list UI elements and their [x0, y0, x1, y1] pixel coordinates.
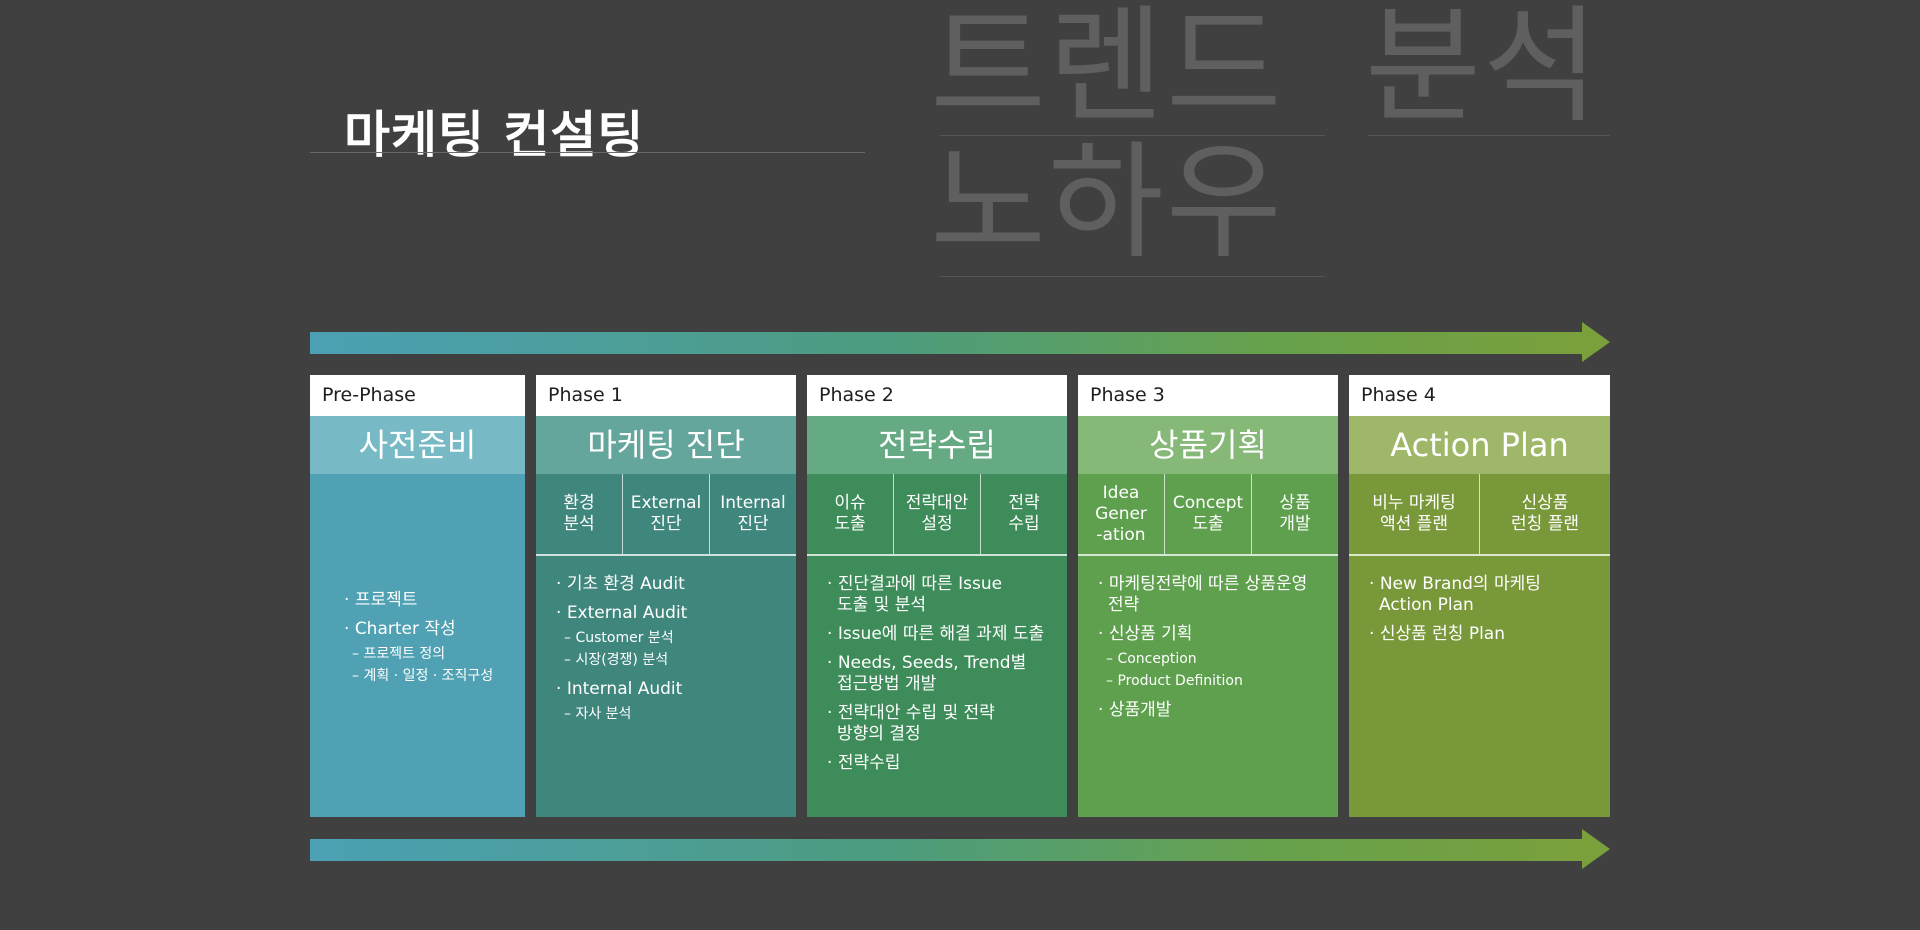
- phase-item-text: Issue에 따른 해결 과제 도출: [827, 624, 1057, 645]
- phase-item-text: External Audit: [556, 603, 786, 624]
- phase-item-list: 기초 환경 AuditExternal AuditCustomer 분석시장(경…: [556, 574, 786, 733]
- phase-substep: 이슈 도출: [807, 474, 894, 554]
- phase-item: 전략대안 수립 및 전략 방향의 결정: [827, 703, 1057, 745]
- phase-title: Action Plan: [1349, 416, 1610, 474]
- phase-label: Phase 4: [1349, 375, 1610, 416]
- phase-body: 비누 마케팅 액션 플랜 신상품 런칭 플랜 New Brand의 마케팅 Acti…: [1349, 474, 1610, 817]
- phase-item-text: Charter 작성: [344, 619, 515, 640]
- phase-item-list: 마케팅전략에 따른 상품운영 전략신상품 기획 ConceptionProduct…: [1098, 574, 1328, 729]
- background-underline: [940, 276, 1325, 277]
- phase-title: 사전준비: [310, 416, 525, 474]
- phase-item: Charter 작성프로젝트 정의계획 · 일정 · 조직구성: [344, 619, 515, 687]
- phase-subitem: 자사 분석: [564, 703, 786, 725]
- phase-label: Phase 3: [1078, 375, 1338, 416]
- phase-item: 기초 환경 Audit: [556, 574, 786, 595]
- phase-item-text: 신상품 런칭 Plan: [1369, 624, 1600, 645]
- title-underline: [310, 152, 865, 153]
- phase-item-text: 마케팅전략에 따른 상품운영 전략: [1098, 574, 1328, 616]
- phase-label: Phase 1: [536, 375, 796, 416]
- background-title-knowhow: 노하우: [930, 129, 1284, 276]
- phase-substep: Concept 도출: [1165, 474, 1252, 554]
- phase-subitem: Product Definition: [1106, 670, 1328, 692]
- phase-item: Internal Audit 자사 분석: [556, 679, 786, 725]
- phase-item: 상품개발: [1098, 700, 1328, 721]
- phase-substep: Idea Gener -ation: [1078, 474, 1165, 554]
- phase-item: Needs, Seeds, Trend별 접근방법 개발: [827, 653, 1057, 695]
- phase-column: Pre-Phase사전준비프로젝트 Charter 작성프로젝트 정의계획 · 일…: [310, 375, 525, 817]
- progress-arrow-bottom: [310, 829, 1610, 869]
- arrow-head: [1582, 322, 1610, 362]
- phase-item: 진단결과에 따른 Issue 도출 및 분석: [827, 574, 1057, 616]
- phase-subitem: 시장(경쟁) 분석: [564, 649, 786, 671]
- phase-item-text: 기초 환경 Audit: [556, 574, 786, 595]
- background-underline: [940, 135, 1325, 136]
- phase-subitem-list: Customer 분석시장(경쟁) 분석: [564, 627, 786, 671]
- phase-item-list: 진단결과에 따른 Issue 도출 및 분석 Issue에 따른 해결 과제 도출…: [827, 574, 1057, 782]
- phase-subitem: 계획 · 일정 · 조직구성: [352, 665, 515, 687]
- phase-label: Pre-Phase: [310, 375, 525, 416]
- phase-substep: 상품 개발: [1279, 493, 1311, 534]
- phase-item: 전략수립: [827, 753, 1057, 774]
- phase-subitem-list: ConceptionProduct Definition: [1106, 648, 1328, 692]
- background-underline: [1368, 135, 1610, 136]
- phase-title: 상품기획: [1078, 416, 1338, 474]
- phase-item-text: 신상품 기획: [1098, 624, 1328, 645]
- phase-substep: 신상품 런칭 플랜: [1511, 493, 1579, 534]
- phase-body: 프로젝트 Charter 작성프로젝트 정의계획 · 일정 · 조직구성: [310, 474, 525, 817]
- arrow-head: [1582, 829, 1610, 869]
- phase-substeps: 비누 마케팅 액션 플랜 신상품 런칭 플랜: [1349, 474, 1610, 556]
- phase-item-list: 프로젝트 Charter 작성프로젝트 정의계획 · 일정 · 조직구성: [344, 590, 515, 695]
- phase-subitem-list: 자사 분석: [564, 703, 786, 725]
- phase-title: 마케팅 진단: [536, 416, 796, 474]
- page-title: 마케팅 컨설팅: [344, 106, 645, 164]
- phase-item-text: Needs, Seeds, Trend별 접근방법 개발: [827, 653, 1057, 695]
- phase-item-text: New Brand의 마케팅 Action Plan: [1369, 574, 1600, 616]
- phase-subitem: Conception: [1106, 648, 1328, 670]
- phase-item: Issue에 따른 해결 과제 도출: [827, 624, 1057, 645]
- phase-substep: 환경 분석: [536, 474, 623, 554]
- phase-substep: 비누 마케팅 액션 플랜: [1349, 474, 1480, 554]
- phase-item: External AuditCustomer 분석시장(경쟁) 분석: [556, 603, 786, 671]
- phase-subitem: 프로젝트 정의: [352, 643, 515, 665]
- phase-item-text: 전략대안 수립 및 전략 방향의 결정: [827, 703, 1057, 745]
- phase-item-list: New Brand의 마케팅 Action Plan 신상품 런칭 Plan: [1369, 574, 1600, 653]
- phase-substep: Internal 진단: [720, 493, 786, 534]
- arrow-bar: [310, 839, 1584, 861]
- background-title-trend: 트렌드: [930, 0, 1284, 140]
- progress-arrow-top: [310, 322, 1610, 362]
- background-title-analysis: 분석: [1365, 0, 1601, 140]
- phase-substep: 전략 수립: [1008, 493, 1040, 534]
- phase-item-text: 진단결과에 따른 Issue 도출 및 분석: [827, 574, 1057, 616]
- phase-substep: External 진단: [623, 474, 710, 554]
- phase-item: 프로젝트: [344, 590, 515, 611]
- phase-item-text: 상품개발: [1098, 700, 1328, 721]
- phase-item: 신상품 기획 ConceptionProduct Definition: [1098, 624, 1328, 692]
- phase-title: 전략수립: [807, 416, 1067, 474]
- phase-item: 신상품 런칭 Plan: [1369, 624, 1600, 645]
- phase-subitem-list: 프로젝트 정의계획 · 일정 · 조직구성: [352, 643, 515, 687]
- arrow-bar: [310, 332, 1584, 354]
- phase-item-text: 프로젝트: [344, 590, 515, 611]
- phase-subitem: Customer 분석: [564, 627, 786, 649]
- phase-substep: 전략대안 설정: [894, 474, 981, 554]
- phase-item-text: 전략수립: [827, 753, 1057, 774]
- phase-label: Phase 2: [807, 375, 1067, 416]
- phase-item-text: Internal Audit: [556, 679, 786, 700]
- phase-item: 마케팅전략에 따른 상품운영 전략: [1098, 574, 1328, 616]
- phase-item: New Brand의 마케팅 Action Plan: [1369, 574, 1600, 616]
